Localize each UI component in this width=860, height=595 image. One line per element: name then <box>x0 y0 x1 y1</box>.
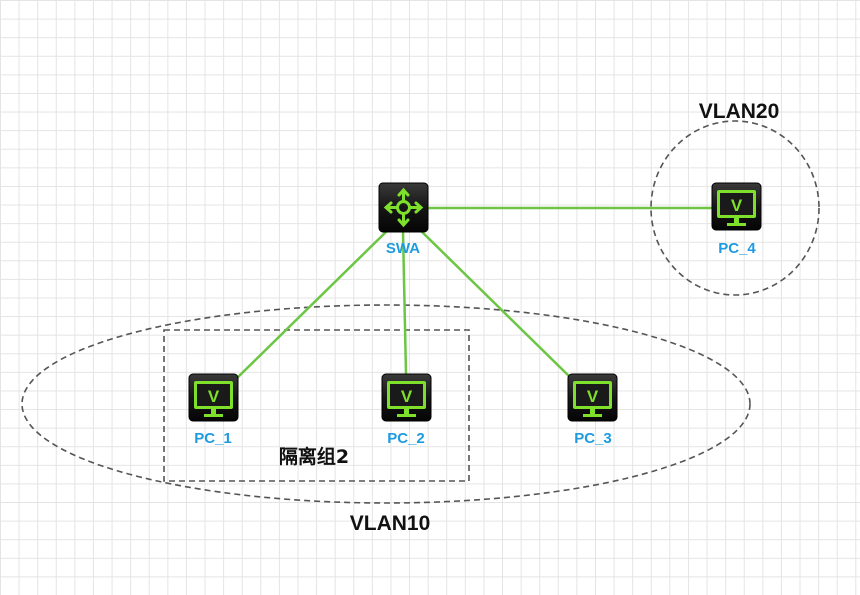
monitor-icon: V <box>573 381 612 417</box>
vlan20-label: VLAN20 <box>699 100 780 123</box>
link-swa-pc2 <box>401 231 408 375</box>
pc-2-label: PC_2 <box>387 430 425 447</box>
pc-glyph: V <box>587 387 599 406</box>
isolation-group-boundary <box>163 329 470 482</box>
pc-2-device[interactable]: V <box>381 373 432 422</box>
vlan10-boundary <box>21 304 751 504</box>
pc-3-device[interactable]: V <box>567 373 618 422</box>
link-swa-pc3 <box>417 227 572 379</box>
pc-4-label: PC_4 <box>718 240 756 257</box>
router-switch-icon <box>383 187 424 228</box>
pc-1-device[interactable]: V <box>188 373 239 422</box>
vlan20-boundary <box>650 120 820 296</box>
monitor-icon: V <box>717 190 756 226</box>
monitor-icon: V <box>387 381 426 417</box>
monitor-icon: V <box>194 381 233 417</box>
switch-label: SWA <box>386 240 420 257</box>
switch-swa[interactable] <box>378 182 429 233</box>
pc-glyph: V <box>731 196 743 215</box>
pc-glyph: V <box>208 387 220 406</box>
pc-1-label: PC_1 <box>194 430 232 447</box>
vlan10-label: VLAN10 <box>350 512 431 535</box>
pc-3-label: PC_3 <box>574 430 612 447</box>
link-swa-pc1 <box>236 227 391 379</box>
pc-4-device[interactable]: V <box>711 182 762 231</box>
pc-glyph: V <box>401 387 413 406</box>
isolation-group-label: 隔离组2 <box>279 445 349 468</box>
